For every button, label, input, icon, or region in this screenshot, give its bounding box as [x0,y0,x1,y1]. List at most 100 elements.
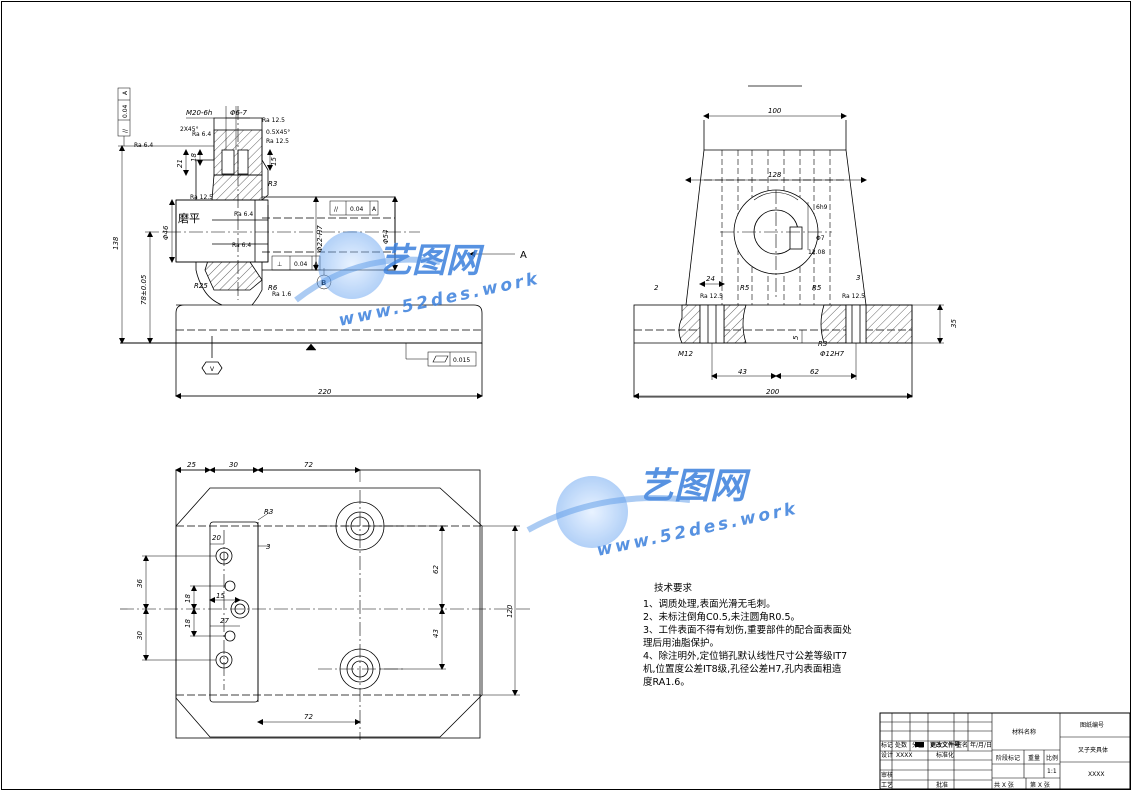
tb-standard: 标准化 [936,751,954,759]
tb-part-name: 叉子夹具体 [1078,746,1108,754]
top-dim-25: 25 [187,461,196,469]
dim-18: 18 [190,153,198,162]
side-dim-128: 128 [768,171,782,179]
tb-craft: 工艺 [881,781,893,789]
top-dim-3: 3 [266,543,270,551]
perpendicular-value: 0.04 [294,261,308,268]
parallel-datum-2: A [372,206,377,213]
dim-chamfer-05x45: 0.5X45° [266,129,290,136]
side-dim-r5-right: R5 [812,284,822,292]
tb-signature: 签名 [956,741,968,749]
tech-line-2: 2、未标注倒角C0.5,未注圆角R0.5。 [643,611,800,623]
side-dim-1208: 12.08 [808,249,825,256]
roughness-7: Ra 6.4 [234,211,253,218]
tb-ratio-value: 1:1 [1047,768,1057,775]
dim-r3: R3 [268,180,277,188]
dim-chamfer-2x45: 2X45° [180,126,199,133]
dim-21: 21 [176,159,184,168]
top-dim-30-vertical: 30 [136,631,144,640]
top-dim-27: 27 [220,617,229,625]
top-dim-r3: R3 [264,508,273,516]
watermark-globe-icon-2 [556,476,628,548]
watermark-top: 艺图网 www.52des.work [294,231,542,331]
tb-approve: 批准 [936,781,948,789]
side-view [633,85,913,398]
tb-weight: 重量 [1028,754,1040,762]
top-view-labels: 25 30 72 72 120 62 43 36 30 18 18 15 20 … [136,461,514,721]
parallel-symbol: // [122,128,129,133]
roughness-4: Ra 12.5 [266,138,289,145]
tb-date: 年/月/日 [970,741,992,749]
dim-phi22: Φ22-H7 [316,225,324,252]
flatness-symbol [432,355,449,363]
roughness-marks: Ra 6.4 Ra 6.4 Ra 12.5 Ra 12.5 Ra 12.5 Ra… [134,117,291,298]
top-dim-18-upper: 18 [184,594,192,603]
tech-line-5: 4、除注明外,定位销孔默认线性尺寸公差等级IT7 [643,650,847,662]
tb-mark: 标记 [881,741,893,749]
side-dim-phi12: Φ12H7 [820,350,845,358]
tb-company: XXXX [1088,771,1104,778]
dim-r25: R25 [194,282,208,290]
tb-stamp-mark [915,742,924,747]
tb-count: 处数 [895,741,907,749]
side-roughness-2: Ra 12.5 [842,293,865,300]
perpendicular-symbol: ⊥ [277,261,282,268]
side-dim-r3: R3 [818,340,827,348]
technical-requirements: 技术要求 1、调质处理,表面光滑无毛刺。 2、未标注倒角C0.5,未注圆角R0.… [643,582,852,688]
roughness-6: Ra 6.4 [232,242,251,249]
front-view [120,106,483,397]
top-dim-43: 43 [432,629,440,638]
roughness-8: Ra 1.6 [272,291,291,298]
dim-phi54: Φ54 [382,230,390,244]
flatness-value: 0.015 [453,357,470,364]
tech-line-4: 理后用油脂保护。 [643,637,719,649]
dim-15: 15 [270,157,278,166]
top-view-dimensions [142,467,520,725]
side-dim-5: 5 [792,335,800,340]
tb-ratio: 比例 [1046,754,1058,762]
roughness-1: Ra 6.4 [134,142,153,149]
dim-46: Φ46 [162,225,170,240]
side-dim-62: 62 [810,368,819,376]
side-dim-r5-left: R5 [740,284,750,292]
watermark-globe-icon [318,231,386,299]
parallel-datum: A [122,90,129,95]
side-dim-6h9: 6h9 [816,204,828,211]
roughness-3: Ra 12.5 [190,194,213,201]
tb-change-no: 更改文件号 [930,741,960,749]
top-dim-72-bottom: 72 [304,713,313,721]
side-dim-24: 24 [706,275,715,283]
tb-design: 设计 [881,751,893,759]
front-view-labels: 220 138 78±0.05 Φ46 21 18 15 M20-6h Φ6-7… [112,90,527,396]
tb-drawing-no: 图纸编号 [1080,721,1104,729]
tb-check: 审核 [881,771,893,779]
parallel-value-2: 0.04 [350,206,364,213]
tech-line-3: 3、工件表面不得有划伤,重要部件的配合面表面处 [643,624,852,636]
grind-note: 磨平 [178,212,200,225]
watermark-center: 艺图网 www.52des.work [526,466,800,561]
side-view-labels: 100 128 200 24 43 62 35 2 3 5 R5 R5 R3 M… [654,107,958,396]
roughness-2: Ra 6.4 [192,131,211,138]
dim-78: 78±0.05 [140,274,148,305]
datum-v-label: V [210,366,215,373]
title-block [879,712,1131,790]
tech-title: 技术要求 [654,582,693,594]
tb-material: 材料名称 [1012,728,1036,736]
top-dim-18-lower: 18 [184,619,192,628]
dim-138: 138 [112,236,120,250]
top-dim-120: 120 [506,604,514,618]
dim-r6: R6 [268,284,278,292]
watermark-name-2: 艺图网 [638,466,751,507]
parallel-value: 0.04 [122,104,129,118]
parallel-symbol-2: // [334,206,339,213]
top-dim-62: 62 [432,565,440,574]
side-dim-phi7: Φ7 [816,235,825,242]
side-dim-43: 43 [738,368,747,376]
title-block-labels: 材料名称 图纸编号 叉子夹具体 XXXX 标记 处数 分区 更改文件号 签名 年… [881,721,1108,789]
top-dim-15: 15 [216,592,225,600]
roughness-5: Ra 12.5 [262,117,285,124]
perpendicular-datum: A [314,261,319,268]
dim-phi6: Φ6-7 [230,109,247,117]
